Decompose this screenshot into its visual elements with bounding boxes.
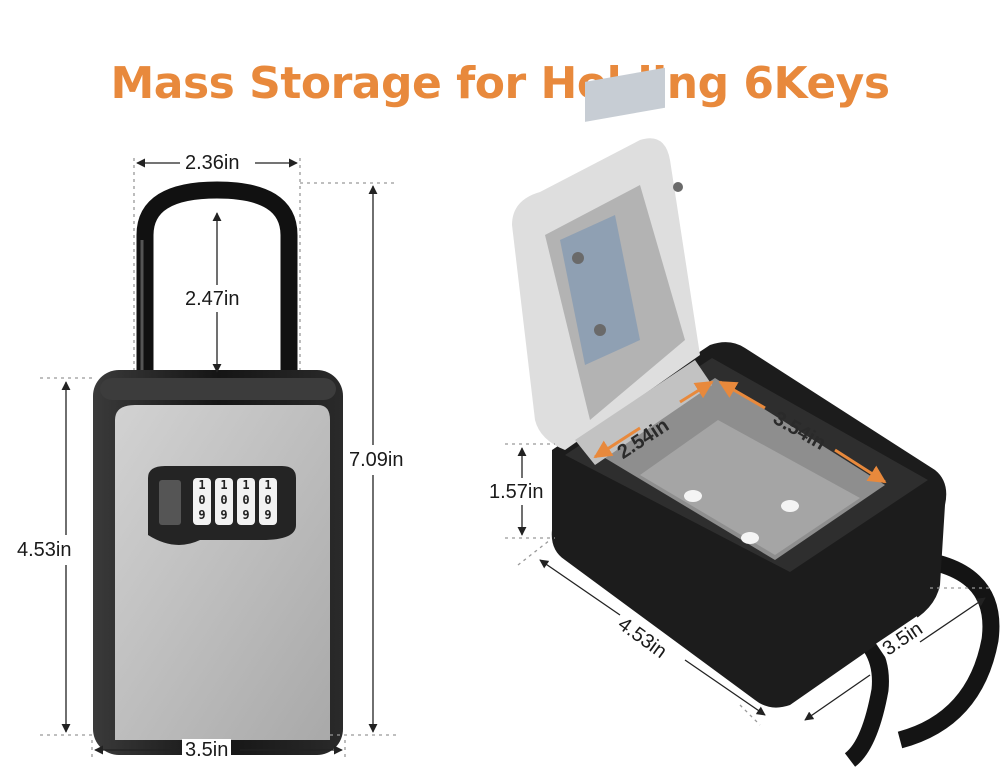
open-lockbox <box>512 67 1000 767</box>
front-shackle <box>136 181 298 391</box>
dim-shackle-height: 2.47in <box>182 288 243 310</box>
dial-digit: 1 <box>264 478 272 492</box>
dial-digit: 0 <box>264 493 272 507</box>
dial-digit: 0 <box>220 493 228 507</box>
dial-digit: 9 <box>198 508 206 522</box>
dim-total-height: 7.09in <box>346 449 407 471</box>
dial-wheel-4: 1 0 9 <box>259 478 277 523</box>
dial-digit: 1 <box>198 478 206 492</box>
dial-wheel-1: 1 0 9 <box>193 478 211 523</box>
dial-wheel-2: 1 0 9 <box>215 478 233 523</box>
dial-digit: 0 <box>242 493 250 507</box>
dial-digit: 1 <box>242 478 250 492</box>
dim-body-width: 3.5in <box>182 739 232 761</box>
front-gray-face <box>115 405 330 740</box>
dial-digit: 1 <box>220 478 228 492</box>
front-lockbox <box>93 181 343 755</box>
dim-depth: 1.57in <box>486 481 547 503</box>
dial-digit: 9 <box>264 508 272 522</box>
front-dimension-lines <box>40 158 398 760</box>
dial-slider <box>159 480 181 525</box>
dial-digit: 9 <box>242 508 250 522</box>
dim-shackle-width: 2.36in <box>182 152 243 174</box>
dial-digit: 9 <box>220 508 228 522</box>
dim-body-height: 4.53in <box>14 539 75 561</box>
headline-title: Mass Storage for Holding 6Keys <box>110 58 890 109</box>
dial-digit: 0 <box>198 493 206 507</box>
open-dimension-lines <box>505 380 990 726</box>
open-shackle <box>897 549 1000 749</box>
dial-wheel-3: 1 0 9 <box>237 478 255 523</box>
